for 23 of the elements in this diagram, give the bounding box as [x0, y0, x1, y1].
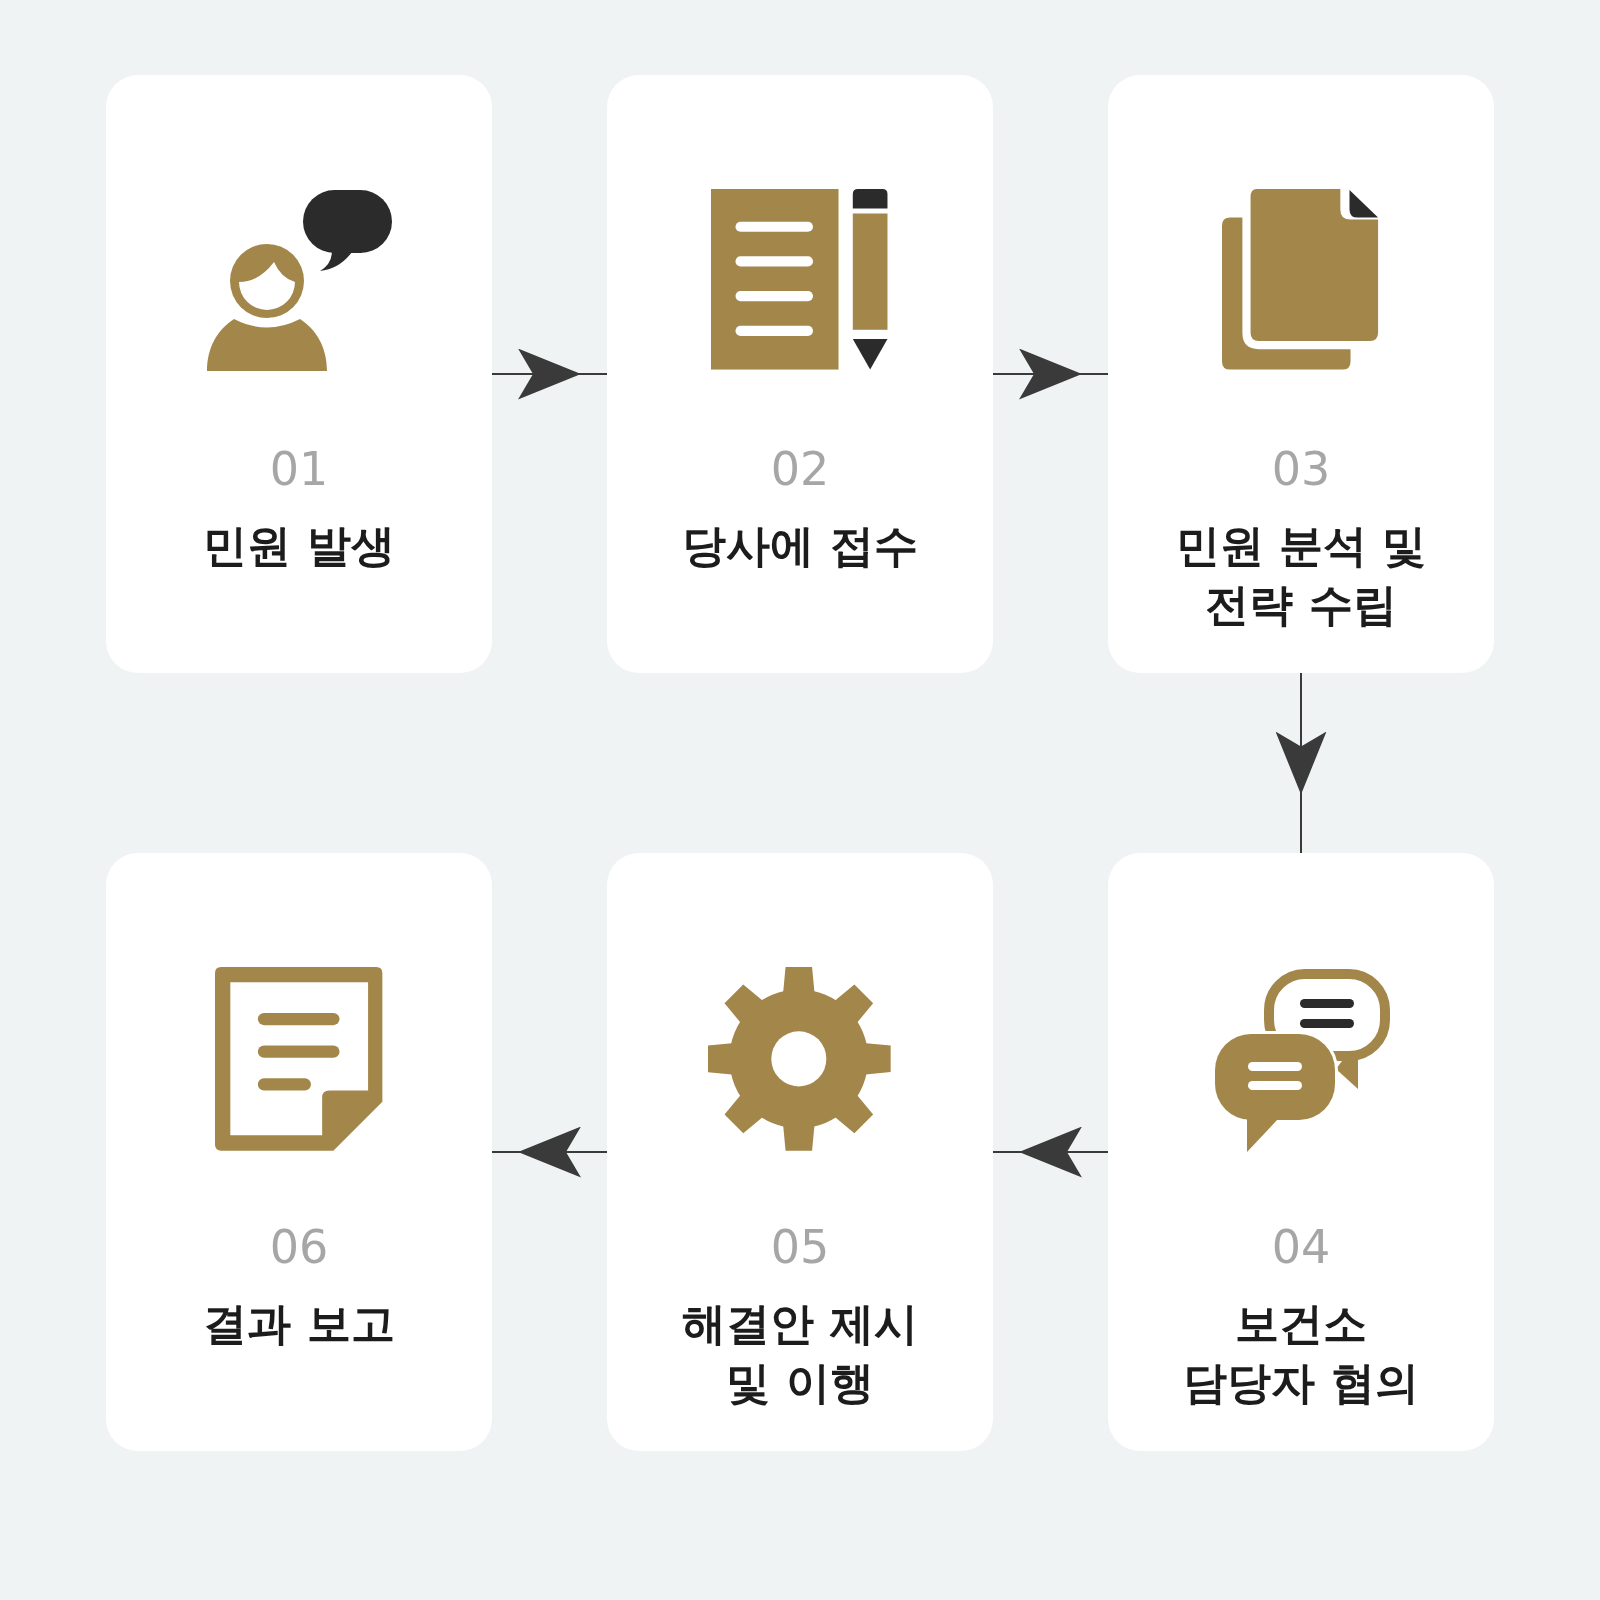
step-title: 보건소 담당자 협의	[1183, 1297, 1419, 1410]
step-card	[607, 853, 993, 1451]
step-card	[1108, 853, 1494, 1451]
step-number: 05	[770, 1219, 830, 1276]
step-title: 해결안 제시 및 이행	[682, 1297, 918, 1410]
step-card	[106, 75, 492, 673]
step-number: 04	[1271, 1219, 1331, 1276]
arrow	[491, 1126, 608, 1178]
step-title: 당사에 접수	[682, 519, 918, 573]
step-number: 01	[269, 441, 329, 498]
arrow	[992, 1126, 1109, 1178]
step-title: 민원 발생	[203, 519, 395, 573]
step-title: 결과 보고	[203, 1297, 395, 1351]
step-number: 03	[1271, 441, 1331, 498]
arrow	[491, 348, 608, 400]
arrow	[1275, 672, 1327, 854]
step-number: 06	[269, 1219, 329, 1276]
step-title: 민원 분석 및 전략 수립	[1175, 519, 1427, 632]
step-card	[607, 75, 993, 673]
step-number: 02	[770, 441, 830, 498]
arrow	[992, 348, 1109, 400]
step-card	[1108, 75, 1494, 673]
step-card	[106, 853, 492, 1451]
